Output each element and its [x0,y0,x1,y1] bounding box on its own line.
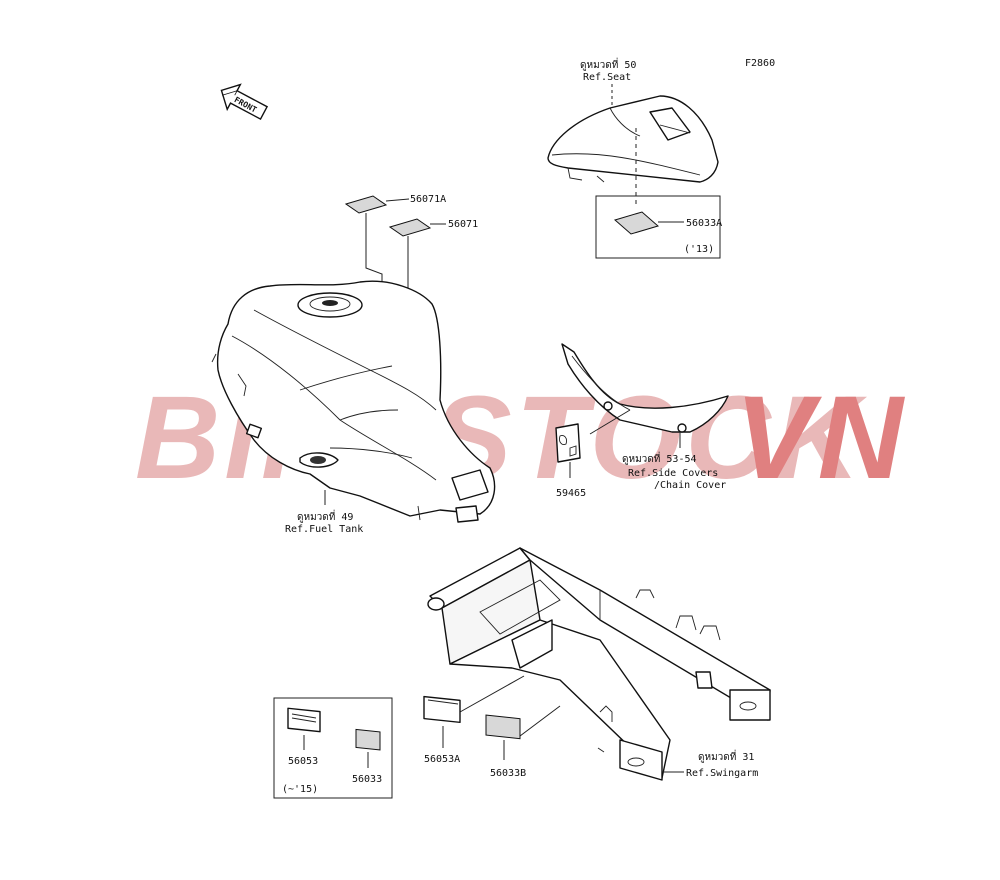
decal-56033 [355,728,381,751]
part-number-56033B: 56033B [490,768,526,779]
decal-56053A [423,695,461,724]
decal-56053 [287,707,321,733]
inset-box [273,697,393,799]
seat-ref-label: Ref.Seat [583,72,631,83]
part-number-56033A: 56033A [686,218,722,229]
seat-decal-box [595,195,721,259]
inset-note: (~'15) [282,784,318,795]
fuel-tank-ref-label: Ref.Fuel Tank [285,524,363,535]
front-arrow-icon: FRONT [220,83,269,121]
side-covers-ref-thai: ดูหมวดที่ 53-54 [622,451,697,465]
part-note-56033A: ('13) [684,244,714,255]
side-cover [561,343,729,433]
part-number-56033: 56033 [352,774,382,785]
seat-ref-thai: ดูหมวดที่ 50 [580,57,636,71]
fuel-tank [211,280,496,523]
decal-56071A [344,195,388,214]
part-number-59465: 59465 [556,488,586,499]
side-covers-ref-label2: /Chain Cover [654,480,726,491]
decal-56071 [388,218,432,237]
swingarm [427,547,771,781]
swingarm-ref-label: Ref.Swingarm [686,768,758,779]
decal-56033B [485,714,521,740]
part-number-56071: 56071 [448,219,478,230]
seat-assembly [547,95,719,183]
swingarm-ref-thai: ดูหมวดที่ 31 [698,749,754,763]
side-covers-ref-label: Ref.Side Covers [628,468,718,479]
part-number-56053: 56053 [288,756,318,767]
part-number-56053A: 56053A [424,754,460,765]
watermark-text-accent: VN [735,372,907,504]
decal-59465 [555,423,581,463]
part-number-56071A: 56071A [410,194,446,205]
decal-56033A [613,211,660,235]
fuel-tank-ref-thai: ดูหมวดที่ 49 [297,509,353,523]
figure-id: F2860 [745,58,775,69]
